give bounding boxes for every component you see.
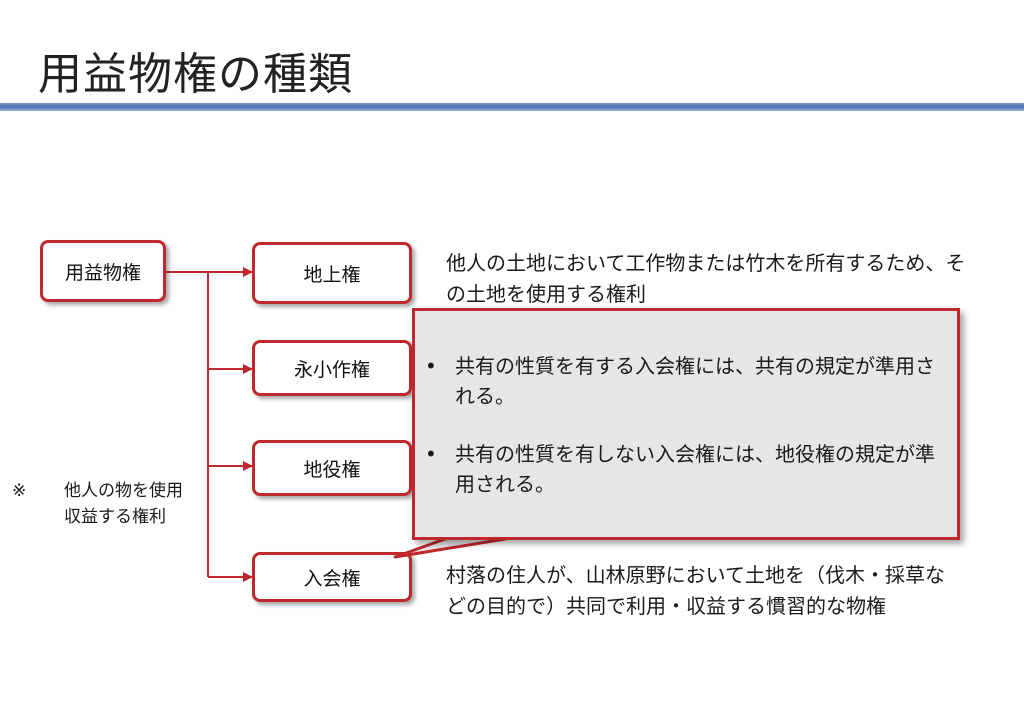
callout-bullet: • 共有の性質を有しない入会権には、地役権の規定が準用される。	[425, 439, 937, 499]
root-node: 用益物権	[40, 240, 166, 302]
callout-bullet: • 共有の性質を有する入会権には、共有の規定が準用される。	[425, 351, 937, 411]
right-node-eikosakuken: 永小作権	[252, 340, 412, 396]
bullet-text: 共有の性質を有する入会権には、共有の規定が準用される。	[455, 354, 935, 408]
description-chijoken: 他人の土地において工作物または竹木を所有するため、その土地を使用する権利	[446, 251, 966, 306]
description-iriaiken: 村落の住人が、山林原野において土地を（伐木・採草などの目的で）共同で利用・収益す…	[446, 563, 945, 618]
bullet-text: 共有の性質を有しない入会権には、地役権の規定が準用される。	[455, 442, 935, 496]
title-divider	[0, 103, 1024, 111]
footnote-mark: ※	[12, 481, 27, 501]
right-label: 入会権	[303, 567, 361, 590]
callout-box: • 共有の性質を有する入会権には、共有の規定が準用される。 • 共有の性質を有し…	[412, 308, 960, 540]
right-node-chijoken: 地上権	[252, 242, 412, 304]
right-label: 地役権	[303, 458, 361, 481]
bullet-marker: •	[425, 354, 437, 378]
right-node-chiekiken: 地役権	[252, 440, 412, 496]
root-label: 用益物権	[64, 261, 141, 284]
right-label: 永小作権	[293, 358, 370, 381]
footnote-text: 他人の物を使用収益する権利	[64, 481, 183, 527]
right-label: 地上権	[303, 263, 361, 286]
footnote: ※ 他人の物を使用収益する権利	[12, 478, 198, 530]
right-node-iriaiken: 入会権	[252, 552, 412, 602]
bullet-marker: •	[425, 442, 437, 466]
page-title: 用益物権の種類	[38, 49, 353, 100]
